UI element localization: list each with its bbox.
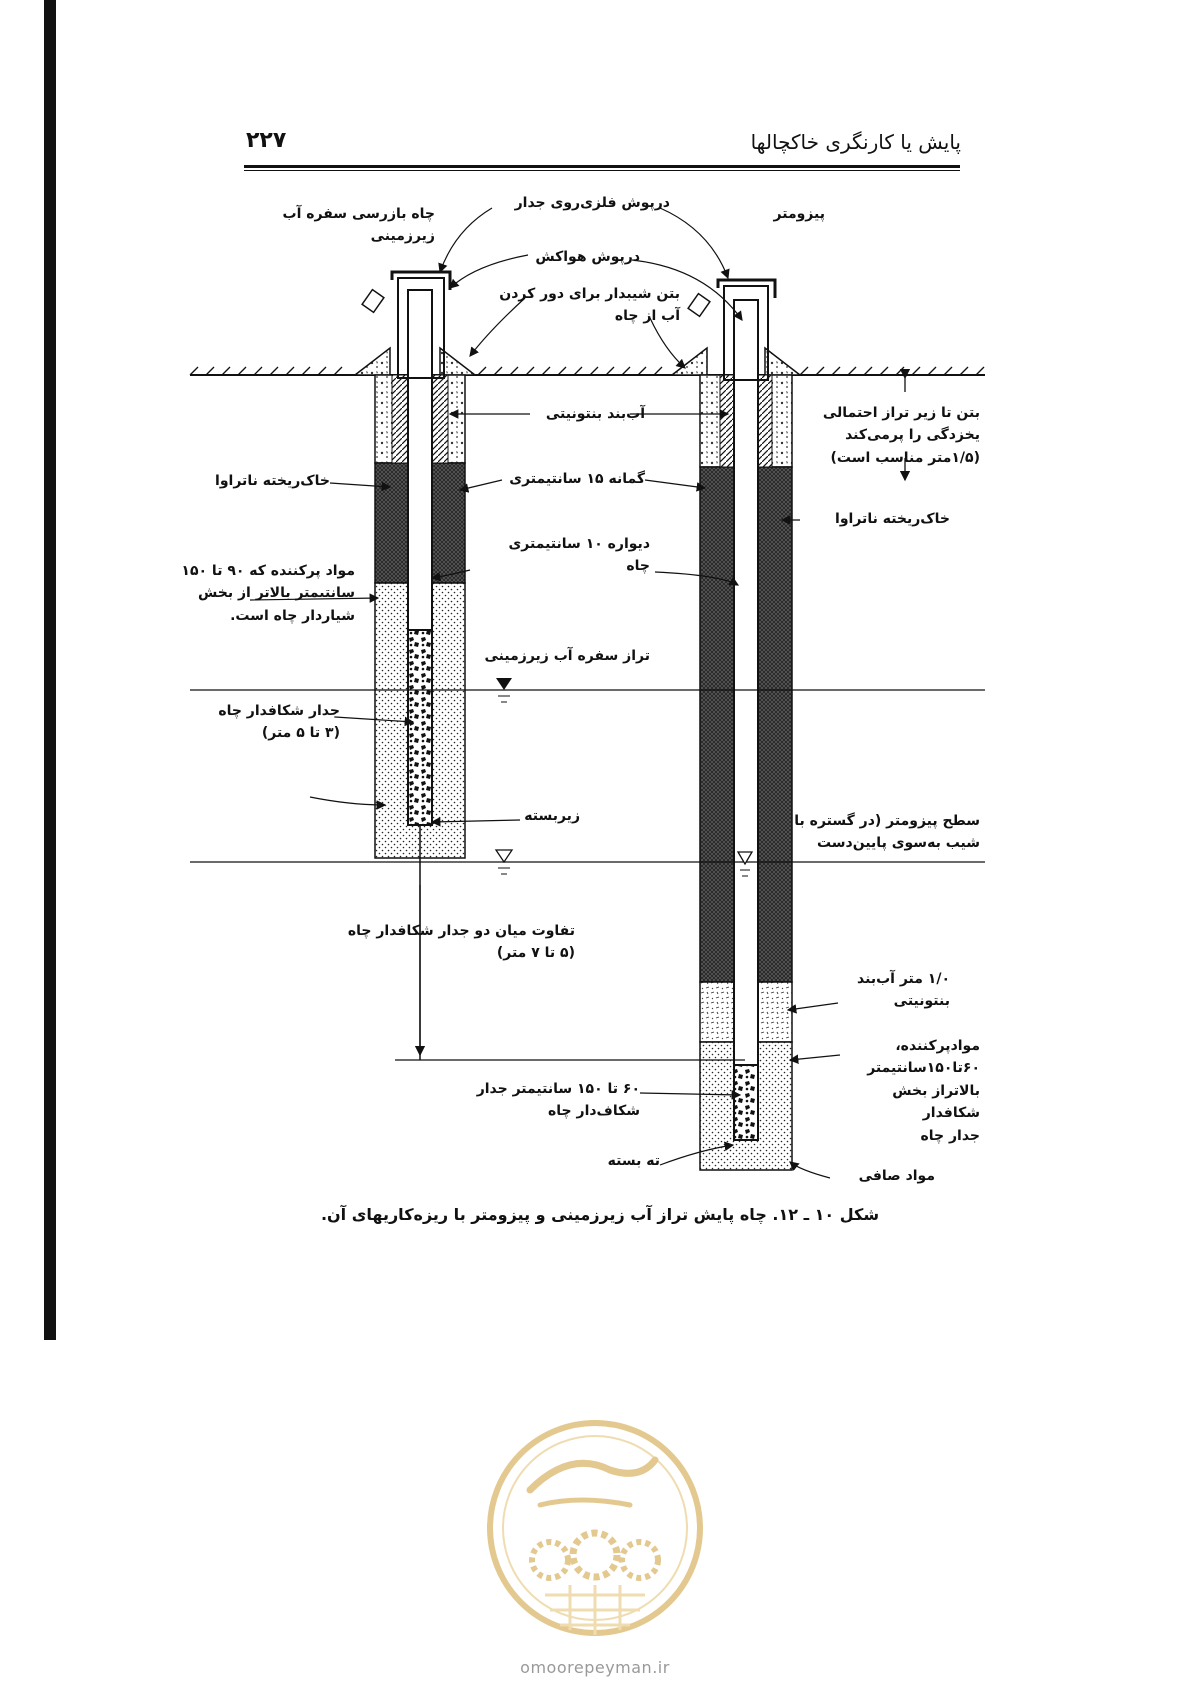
piezometer-well — [669, 278, 803, 1171]
page-number: ۲۲۷ — [246, 128, 287, 153]
dimension-lines — [395, 368, 911, 1061]
figure-caption: شکل ۱۰ ـ ۱۲. چاه پایش تراز آب زیرزمینی و… — [320, 1205, 880, 1224]
label-base-plug: زیربسته — [524, 808, 580, 824]
header-rule — [244, 165, 960, 168]
label-clean-material: مواد صافی — [858, 1168, 935, 1184]
label-closed-bottom: ته بسته — [607, 1153, 660, 1169]
scan-binding-edge — [44, 0, 56, 1340]
label-backfill-right: خاک‌ریخته ناتراوا — [835, 511, 950, 527]
running-header: پایش یا کارنگری خاکچالها — [750, 130, 961, 154]
watermark-url: omoorepeyman.ir — [520, 1658, 670, 1677]
label-piezometer-surface: سطح پیزومتر (در گستره با شیب به‌سوی پایی… — [794, 813, 980, 852]
label-piezometer: پیزومتر — [773, 206, 825, 222]
label-slot-difference: تفاوت میان دو جدار شکافدار چاه (۵ تا ۷ م… — [347, 923, 575, 962]
label-metal-cap: درپوش فلزی‌روی جدار — [514, 195, 670, 211]
label-filter-material: مواد پرکننده که ۹۰ تا ۱۵۰ سانتیمتر بالات… — [181, 563, 355, 624]
label-bentonite-1m: ۱/۰ متر آب‌بند بنتونیتی — [857, 971, 950, 1010]
label-vent-cap: درپوش هواکش — [535, 249, 640, 265]
leader-lines — [249, 207, 841, 1179]
header-rule-thin — [244, 170, 960, 171]
ground-surface — [189, 366, 985, 376]
label-filler-right: مواد‌پرکننده، ۶۰تا۱۵۰سانتیمتر بالاتراز ب… — [867, 1038, 980, 1144]
label-concrete-note: بتن تا زیر تراز احتمالی یخزدگی را پرمی‌ک… — [822, 405, 980, 466]
watermark-logo — [480, 1410, 710, 1655]
label-slotted-60-150: ۶۰ تا ۱۵۰ سانتیمتر جدار شکاف‌دار چاه — [476, 1081, 640, 1120]
label-sloped-concrete: بتن شیبدار برای دور کردن آب از چاه — [499, 286, 680, 325]
label-well-wall: دیواره ۱۰ سانتیمتری چاه — [508, 536, 650, 575]
label-observation-well: چاه بازرسی سفره آب زیرزمینی — [282, 206, 435, 245]
label-bentonite-seal: آب‌بند بنتونیتی — [545, 406, 645, 422]
observation-well — [352, 270, 478, 1060]
label-slotted-wall: جدار شکافدار چاه (۳ تا ۵ متر) — [218, 703, 340, 742]
label-water-table: تراز سفره آب زیرزمینی — [484, 648, 650, 664]
label-backfill-left: خاک‌ریخته ناتراوا — [215, 473, 330, 489]
label-borehole: گمانه ۱۵ سانتیمتری — [509, 471, 645, 487]
water-levels — [190, 678, 985, 877]
